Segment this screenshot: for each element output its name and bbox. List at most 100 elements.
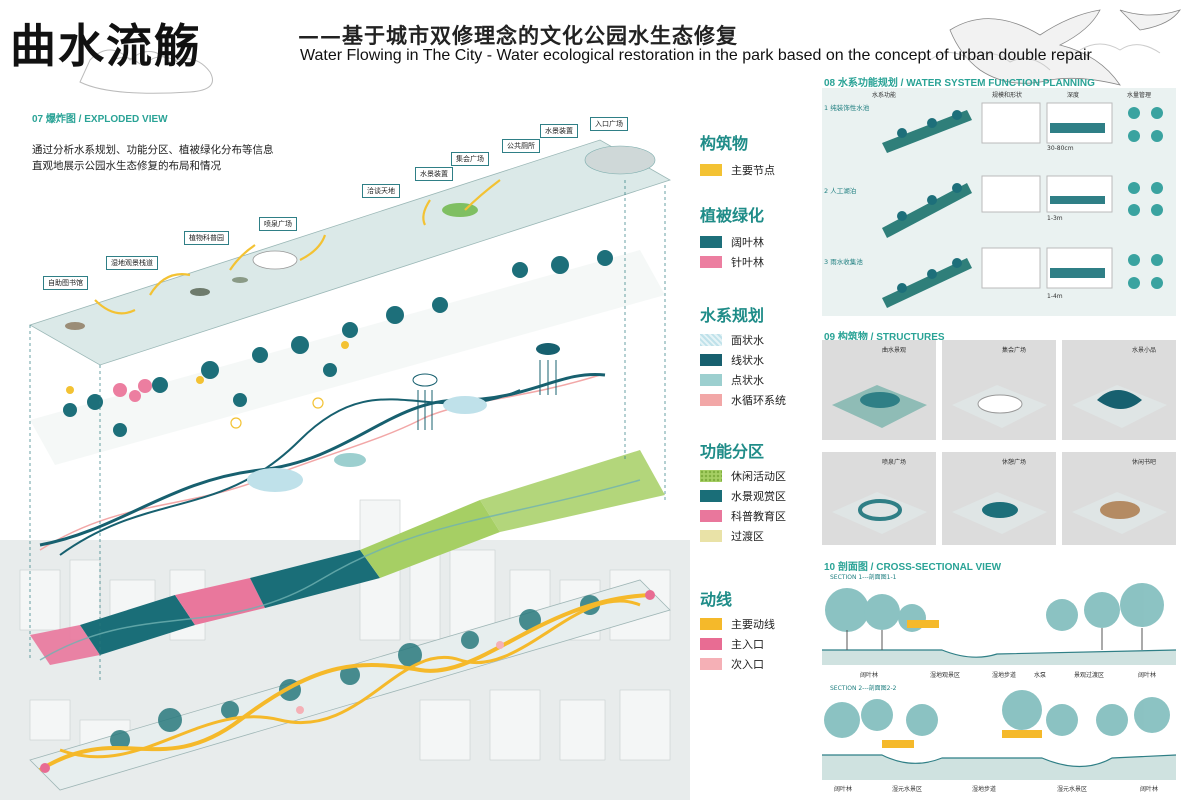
legend-swatch-broadleaf xyxy=(700,236,722,248)
structure-tile-3: 水景小品 xyxy=(1062,340,1176,440)
legend-swatch-conifer xyxy=(700,256,722,268)
node-label-fountain-plaza: 喷泉广场 xyxy=(259,217,297,231)
s1-label-1: 阔叶林 xyxy=(860,672,879,679)
page-subtitle-en: Water Flowing in The City - Water ecolog… xyxy=(300,47,1092,64)
legend-swatch-leisure-zone xyxy=(700,470,722,482)
s2-label-2: 湿元水景区 xyxy=(892,786,923,793)
legend-item-conifer: 针叶林 xyxy=(700,252,815,272)
legend-item-education-zone: 科普教育区 xyxy=(700,506,815,526)
rain-cloud-icon xyxy=(536,343,560,395)
node-label-botany-garden: 植物科普园 xyxy=(184,231,229,245)
legend-swatch-secondary-entrance xyxy=(700,658,722,670)
ws-row-2-label: 2 人工湖泊 xyxy=(824,187,857,195)
structure-label-1: 曲水景观 xyxy=(882,347,907,354)
legend-item-surface-water: 面状水 xyxy=(700,330,815,350)
structure-label-3: 水景小品 xyxy=(1132,347,1157,354)
s1-label-6: 阔叶林 xyxy=(1138,672,1157,679)
node-label-entrance-plaza: 入口广场 xyxy=(590,117,628,131)
bird-illustration xyxy=(949,9,1181,86)
cloud-ornament-right xyxy=(929,43,1161,71)
s1-label-5: 景观过渡区 xyxy=(1074,672,1105,679)
ws-depth-1: 30-80cm xyxy=(1047,145,1074,152)
structure-tile-4: 喷泉广场 xyxy=(822,452,936,545)
section-drawings xyxy=(822,583,1176,780)
s1-label-3: 湿地步道 xyxy=(992,672,1017,679)
exploded-view-illustration xyxy=(0,139,690,800)
legend-item-main-route: 主要动线 xyxy=(700,614,815,634)
exploded-intro: 通过分析水系规划、功能分区、植被绿化分布等信息 直观地展示公园水生态修复的布局和… xyxy=(32,142,274,174)
structure-label-5: 休憩广场 xyxy=(1002,459,1027,466)
water-system-heading: 08 水系功能规划 / WATER SYSTEM FUNCTION PLANNI… xyxy=(824,78,1095,89)
legend: 构筑物 主要节点 植被绿化 阔叶林 针叶林 水系规划 面状水 线状水 点状水 水… xyxy=(700,130,815,674)
node-label-wetland-boardwalk: 湿地观景栈道 xyxy=(106,256,158,270)
zones-layer xyxy=(30,450,665,665)
structure-tile-6: 休闲书吧 xyxy=(1062,452,1176,545)
ws-col-scale: 规模和形状 xyxy=(992,92,1023,99)
water-layer xyxy=(39,343,606,556)
legend-swatch-main-route xyxy=(700,618,722,630)
ws-col-function: 水系功能 xyxy=(872,92,897,99)
legend-item-point-water: 点状水 xyxy=(700,370,815,390)
legend-swatch-linear-water xyxy=(700,354,722,366)
section-heading: 10 剖面图 / CROSS-SECTIONAL VIEW xyxy=(824,562,1002,573)
ws-depth-3: 1-4m xyxy=(1047,293,1063,300)
structures-grid: 曲水景观 集会广场 水景小品 喷泉广场 休憩广场 休闲书吧 xyxy=(822,340,1176,545)
node-label-public-toilet: 公共厕所 xyxy=(502,139,540,153)
legend-swatch-main-node xyxy=(700,164,722,176)
legend-zones-title: 功能分区 xyxy=(700,442,765,461)
legend-vegetation-title: 植被绿化 xyxy=(700,206,765,225)
section-panel: SECTION 1---剖面图1-1 SECTION 2---剖面图2-2 阔叶… xyxy=(822,570,1176,795)
page-title: 曲水流觞 xyxy=(10,19,202,73)
legend-item-transition-zone: 过渡区 xyxy=(700,526,815,546)
structures-layer xyxy=(29,139,671,680)
structures-heading: 09 构筑物 / STRUCTURES xyxy=(824,332,945,343)
s2-label-3: 湿地步道 xyxy=(972,786,997,793)
s2-label-1: 阔叶林 xyxy=(834,786,853,793)
legend-swatch-water-cycle xyxy=(700,394,722,406)
ws-col-water-management: 水量管理 xyxy=(1127,92,1152,99)
node-label-talk-space: 洽谈天地 xyxy=(362,184,400,198)
structure-tile-2: 集会广场 xyxy=(942,340,1056,440)
legend-item-water-cycle: 水循环系统 xyxy=(700,390,815,410)
legend-item-leisure-zone: 休闲活动区 xyxy=(700,466,815,486)
structure-tile-1: 曲水景观 xyxy=(822,340,936,440)
legend-swatch-point-water xyxy=(700,374,722,386)
legend-swatch-main-entrance xyxy=(700,638,722,650)
s1-label-4: 水泵 xyxy=(1034,672,1047,679)
legend-item-waterscape-zone: 水景观赏区 xyxy=(700,486,815,506)
evaporation-cloud-icon xyxy=(412,373,438,430)
node-label-assembly-plaza: 集会广场 xyxy=(451,152,489,166)
legend-swatch-surface-water xyxy=(700,334,722,346)
structure-label-4: 喷泉广场 xyxy=(882,459,907,466)
node-label-water-installation-2: 水景装置 xyxy=(415,167,453,181)
legend-item-main-node: 主要节点 xyxy=(700,160,815,180)
circulation-layer xyxy=(29,579,671,791)
legend-swatch-education-zone xyxy=(700,510,722,522)
legend-item-secondary-entrance: 次入口 xyxy=(700,654,815,674)
s2-label-5: 阔叶林 xyxy=(1140,786,1159,793)
vegetation-layer xyxy=(30,250,665,465)
legend-swatch-transition-zone xyxy=(700,530,722,542)
s2-label-4: 湿元水景区 xyxy=(1057,786,1088,793)
legend-item-linear-water: 线状水 xyxy=(700,350,815,370)
structure-label-6: 休闲书吧 xyxy=(1132,459,1157,466)
legend-structures-title: 构筑物 xyxy=(700,134,749,153)
exploded-intro-line1: 通过分析水系规划、功能分区、植被绿化分布等信息 xyxy=(32,144,274,156)
node-label-self-service-library: 自助图书馆 xyxy=(43,276,88,290)
water-system-graphics xyxy=(882,102,1163,308)
ws-depth-2: 1-3m xyxy=(1047,215,1063,222)
sun-icon xyxy=(230,397,324,429)
exploded-view-heading: 07 爆炸图 / EXPLODED VIEW xyxy=(32,114,168,125)
node-label-water-installation-1: 水景装置 xyxy=(540,124,578,138)
legend-circulation-title: 动线 xyxy=(700,590,733,609)
water-system-panel: 水系功能 规模和形状 深度 水量管理 1 纯装饰性水池 2 人工湖泊 3 雨水收… xyxy=(822,88,1176,316)
page-subtitle-cn: ——基于城市双修理念的文化公园水生态修复 xyxy=(298,23,738,48)
s1-label-2: 湿地观景区 xyxy=(930,672,961,679)
structure-label-2: 集会广场 xyxy=(1002,347,1027,354)
structure-tile-5: 休憩广场 xyxy=(942,452,1056,545)
ws-row-1-label: 1 纯装饰性水池 xyxy=(824,104,870,112)
cloud-ornament xyxy=(79,49,213,94)
exploded-intro-line2: 直观地展示公园水生态修复的布局和情况 xyxy=(32,160,221,172)
section-2-title: SECTION 2---剖面图2-2 xyxy=(830,685,897,692)
